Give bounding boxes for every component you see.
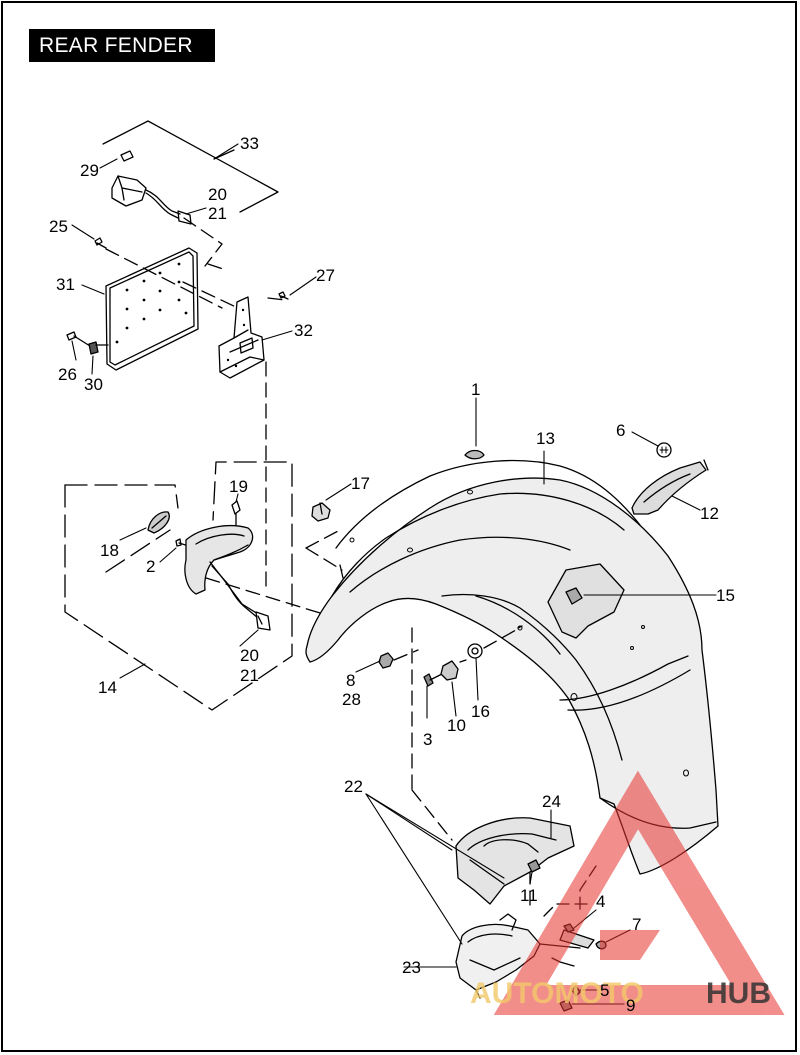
callout-13: 13: [536, 429, 555, 448]
license-plate-31: [105, 247, 199, 371]
tail-lamp-housing: [184, 525, 271, 631]
luggage-rack-pad-24: [455, 817, 575, 905]
callout-4: 4: [596, 892, 605, 911]
callout-15: 15: [716, 586, 735, 605]
callout-25: 25: [49, 217, 68, 236]
callout-8: 8: [346, 671, 355, 690]
callout-21: 21: [208, 204, 227, 223]
callout-7: 7: [632, 915, 641, 934]
mounting-bracket-32: [218, 296, 265, 379]
callout-18: 18: [100, 541, 119, 560]
callout-5: 5: [600, 981, 609, 1000]
watermark-logo: [493, 770, 785, 1015]
callout-labels: 33 29 20 21 25 31 27 32 26 30 1 13 6 12 …: [49, 134, 735, 1015]
watermark-text-1: AUTOMOTO: [470, 977, 644, 1010]
callout-29: 29: [80, 161, 99, 180]
callout-23: 23: [402, 958, 421, 977]
callout-21-lower: 21: [240, 666, 259, 685]
callout-31: 31: [56, 275, 75, 294]
callout-22: 22: [344, 777, 363, 796]
callout-20: 20: [208, 185, 227, 204]
callout-6: 6: [616, 421, 625, 440]
watermark-triangle: [493, 770, 785, 1015]
callout-32: 32: [294, 321, 313, 340]
bulb-29: [120, 150, 134, 162]
watermark-text-2: HUB: [706, 977, 771, 1010]
callout-24: 24: [542, 792, 561, 811]
callout-27: 27: [316, 266, 335, 285]
callout-16: 16: [471, 702, 490, 721]
watermark-text: AUTOMOTO HUB: [470, 977, 771, 1010]
group-14-bracket: [64, 461, 293, 711]
callout-12: 12: [700, 504, 719, 523]
page-title: REAR FENDER: [29, 29, 215, 62]
group-33-bracket: [102, 120, 279, 213]
callout-20-lower: 20: [240, 646, 259, 665]
callout-2: 2: [146, 557, 155, 576]
callout-3: 3: [423, 730, 432, 749]
callout-9: 9: [626, 996, 635, 1015]
callout-33: 33: [240, 134, 259, 153]
callout-10: 10: [447, 716, 466, 735]
license-lamp-housing: [111, 175, 192, 225]
callout-28: 28: [342, 690, 361, 709]
callout-30: 30: [84, 375, 103, 394]
callout-11: 11: [520, 886, 538, 905]
callout-17: 17: [351, 474, 370, 493]
callout-1: 1: [471, 380, 480, 399]
rear-fender-13: [305, 459, 719, 875]
callout-19: 19: [229, 477, 248, 496]
callout-14: 14: [98, 678, 117, 697]
callout-26: 26: [58, 365, 77, 384]
